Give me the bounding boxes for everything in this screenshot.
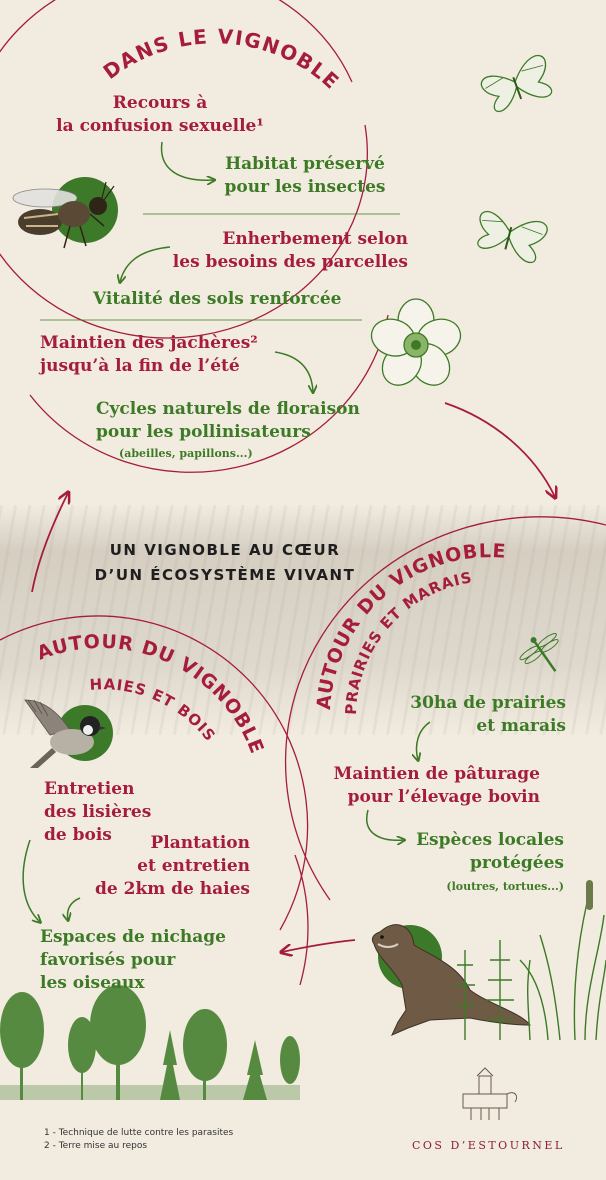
result-habitat: Habitat préservé pour les insectes [205,153,405,199]
text-line: et marais [476,716,566,736]
text-line: les besoins des parcelles [172,252,408,272]
item-haies: Plantation et entretien de 2km de haies [80,832,250,901]
arrow-enherbement-vitalite [120,246,171,282]
text-line: pour les insectes [224,177,386,197]
text-line: pour les pollinisateurs [96,422,311,442]
footnote: 2 - Terre mise au repos [44,1141,148,1151]
brand-name: COS D’ESTOURNEL [412,1139,565,1152]
title-line: UN VIGNOBLE AU CŒUR [109,541,341,559]
circle-top-heading: DANS LE VIGNOBLE [99,24,345,94]
text-line: Entretien [44,779,135,799]
cycle-arrow-right-left [282,939,356,952]
text-line: de bois [44,825,112,845]
bird-icon [24,699,113,768]
item-prairies: 30ha de prairies et marais [380,692,566,738]
result-cycles: Cycles naturels de floraison pour les po… [96,398,386,444]
circle-right-outline [284,516,606,901]
text-line: Maintien des jachères² [40,333,258,353]
text-line: Cycles naturels de floraison [96,399,360,419]
text-line: Maintien de pâturage [333,764,540,784]
cycle-arrow-left-top [31,493,68,593]
text-line: la confusion sexuelle¹ [56,116,264,136]
text-line: Espèces locales [416,830,564,850]
text-line: Vitalité des sols renforcée [93,289,342,309]
text-line: des lisières [44,802,152,822]
tree-icon [0,985,300,1100]
title-line: D’UN ÉCOSYSTÈME VIVANT [94,566,356,584]
text-line: 30ha de prairies [410,693,566,713]
arrow-prairies-paturage [417,721,431,760]
action-confusion: Recours à la confusion sexuelle¹ [40,92,280,138]
circle-left-outline [0,615,309,931]
dragonfly-icon [519,633,559,672]
action-jacheres: Maintien des jachères² jusqu’à la fin de… [40,332,300,378]
result-vitalite: Vitalité des sols renforcée [93,288,373,311]
footnotes: 1 - Technique de lutte contre les parasi… [44,1127,233,1153]
item-paturage: Maintien de pâturage pour l’élevage bovi… [320,763,540,809]
reeds-icon [455,880,606,1041]
action-enherbement: Enherbement selon les besoins des parcel… [160,228,408,274]
vineyard-background [0,505,606,735]
text-line: pour l’élevage bovin [347,787,540,807]
item-especes: Espèces locales protégées [380,829,564,875]
item-nichage: Espaces de nichage favorisés pour les oi… [40,926,250,995]
arrow-haies-nichage [68,897,81,920]
butterfly-icon [477,210,548,264]
text-line: favorisés pour [40,950,176,970]
arrow-lisieres-nichage [22,839,40,922]
flower-icon [370,298,462,386]
otter-icon [371,924,532,1036]
item-lisieres: Entretien des lisières de bois [44,778,184,847]
text-line: Habitat préservé [225,154,385,174]
arrow-jacheres-cycles [274,351,313,392]
text-line: protégées [470,853,564,873]
arrow-paturage-especes [366,809,404,840]
arrow-confusion-habitat [160,141,214,180]
text-line: de 2km de haies [95,879,250,899]
text-line: Plantation [150,833,251,853]
circle-left-outline-2 [294,854,309,986]
text-line: Recours à [112,93,208,113]
text-line: les oiseaux [40,973,145,993]
text-line: Espaces de nichage [40,927,226,947]
circle-top-outline [0,0,368,339]
note-especes: (loutres, tortues...) [446,880,564,893]
chateau-logo-icon [462,1067,518,1120]
note-pollinisateurs: (abeilles, papillons...) [119,447,253,460]
butterfly-icon [480,54,553,113]
text-line: jusqu’à la fin de l’été [40,356,240,376]
footnote: 1 - Technique de lutte contre les parasi… [44,1128,234,1138]
page-title: UN VIGNOBLE AU CŒUR D’UN ÉCOSYSTÈME VIVA… [60,538,390,588]
text-line: Enherbement selon [222,229,408,249]
bee-icon [12,177,118,249]
cycle-arrow-top-right [444,402,555,497]
text-line: et entretien [137,856,250,876]
circle-top-outline-lower [29,314,389,473]
